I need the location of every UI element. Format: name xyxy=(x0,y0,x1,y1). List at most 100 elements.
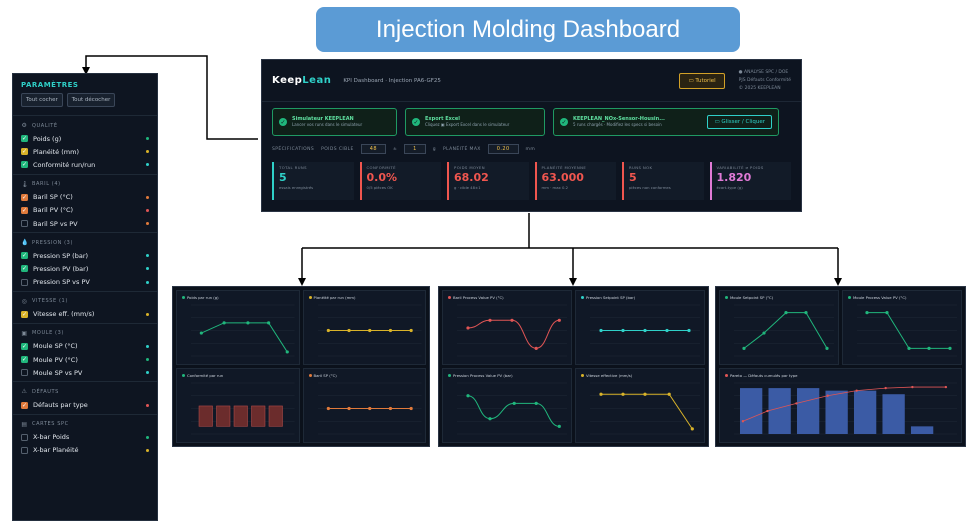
data-point xyxy=(907,346,911,350)
uncheck-all-button[interactable]: Tout décocher xyxy=(66,93,116,107)
flatness-max-label: PLANÉITÉ MAX xyxy=(442,146,481,152)
checkbox[interactable]: ✓ xyxy=(21,206,28,214)
section-label: DÉFAUTS xyxy=(32,388,59,395)
section-header: 🌡BARIL (4) xyxy=(13,173,157,191)
weight-target-input[interactable]: 48 xyxy=(360,144,386,154)
checkbox[interactable] xyxy=(21,369,28,377)
checkbox[interactable]: ✓ xyxy=(21,148,28,156)
series-color-dot xyxy=(146,312,149,316)
mini-chart: Conformité par run xyxy=(176,368,300,443)
data-point xyxy=(795,402,798,405)
sidebar-item[interactable]: ✓Pression PV (bar) xyxy=(13,262,157,275)
kpi-value: 5 xyxy=(279,171,287,184)
series-color-dot xyxy=(146,371,149,375)
sidebar-item[interactable]: Pression SP vs PV xyxy=(13,276,157,289)
section-label: QUALITÉ xyxy=(32,122,58,129)
chart-plot xyxy=(317,304,421,357)
section-header: ⚙QUALITÉ xyxy=(13,115,157,132)
mini-chart: Planéité par run (mm) xyxy=(302,290,426,365)
data-point xyxy=(948,346,952,350)
checkbox[interactable]: ✓ xyxy=(21,135,28,143)
specifications-bar: SPÉCIFICATIONS POIDS CIBLE 48 ± 1 g PLAN… xyxy=(262,142,801,156)
checkbox[interactable]: ✓ xyxy=(21,265,28,273)
section-header: ▤CARTES SPC xyxy=(13,413,157,431)
kpi-subtitle: g · cible 48±1 xyxy=(454,185,481,190)
sidebar-item[interactable]: ✓Vitesse eff. (mm/s) xyxy=(13,308,157,321)
weight-tolerance-input[interactable]: 1 xyxy=(404,144,426,154)
data-point xyxy=(826,394,829,397)
data-point xyxy=(326,406,330,411)
kpi-subtitle: essais enregistrés xyxy=(279,185,314,190)
check-all-button[interactable]: Tout cocher xyxy=(21,93,63,107)
mini-chart: Pression Setpoint SP (bar) xyxy=(575,290,705,365)
card-title: Simulateur KEEPLEAN xyxy=(292,116,354,122)
sidebar-item[interactable]: Moule SP vs PV xyxy=(13,366,157,379)
sidebar-item[interactable]: X-bar Planéité xyxy=(13,444,157,457)
upload-card[interactable]: ✓ KEEPLEAN_NOx-Sensor-Housin...5 runs ch… xyxy=(553,108,779,136)
data-point xyxy=(621,392,625,396)
sidebar-item-label: X-bar Poids xyxy=(33,433,70,442)
data-point xyxy=(885,311,889,315)
checkbox[interactable] xyxy=(21,446,28,454)
data-point xyxy=(346,328,351,333)
checkbox[interactable]: ✓ xyxy=(21,161,28,169)
sidebar-item[interactable]: ✓Pression SP (bar) xyxy=(13,249,157,262)
kpi-value: 0.0% xyxy=(366,171,398,184)
header-line-2[interactable]: PJS Défauts Conformité xyxy=(738,77,791,83)
tutorial-button[interactable]: ▭ Tutoriel xyxy=(679,72,725,89)
checkbox[interactable]: ✓ xyxy=(21,310,28,318)
data-point xyxy=(534,346,538,350)
kpi-subtitle: pièces non conformes xyxy=(629,185,671,190)
sidebar-item[interactable]: ✓Poids (g) xyxy=(13,132,157,145)
kpi-subtitle: mm · max 0.2 xyxy=(541,185,569,190)
card-title: Export Excel xyxy=(425,116,460,122)
bar xyxy=(796,388,820,434)
chart-title: Moule Process Value PV (°C) xyxy=(848,295,906,300)
series-color-dot xyxy=(146,267,149,271)
series-color-dot xyxy=(146,150,149,154)
sidebar-item[interactable]: ✓Conformité run/run xyxy=(13,158,157,171)
flatness-max-input[interactable]: 0.20 xyxy=(487,144,519,154)
sidebar-item[interactable]: ✓Moule SP (°C) xyxy=(13,340,157,353)
sidebar-item[interactable]: ✓Baril PV (°C) xyxy=(13,204,157,217)
thermometer-icon: 🌡 xyxy=(21,180,30,188)
chart-title: Planéité par run (mm) xyxy=(308,295,355,300)
sidebar-item[interactable]: ✓Planéité (mm) xyxy=(13,145,157,158)
mini-chart: Moule Process Value PV (°C) xyxy=(842,290,962,365)
sidebar-item-label: Défauts par type xyxy=(33,401,88,410)
bar xyxy=(233,405,248,427)
upload-button[interactable]: ▭ Glisser / Cliquer xyxy=(707,115,772,129)
plus-minus-label: ± xyxy=(392,146,398,152)
series-color-dot xyxy=(146,222,149,226)
data-point xyxy=(222,321,226,325)
chart-plot xyxy=(457,304,567,357)
sidebar-item[interactable]: ✓Moule PV (°C) xyxy=(13,353,157,366)
checkbox[interactable]: ✓ xyxy=(21,252,28,260)
sidebar-item[interactable]: X-bar Poids xyxy=(13,431,157,444)
sidebar-item[interactable]: ✓ Défauts par type xyxy=(13,398,157,411)
sidebar-title: PARAMÈTRES xyxy=(21,81,79,89)
checkbox[interactable] xyxy=(21,278,28,286)
checkbox[interactable] xyxy=(21,220,28,228)
checkbox[interactable]: ✓ xyxy=(21,356,28,364)
checkbox[interactable]: ✓ xyxy=(21,401,28,409)
checkbox[interactable]: ✓ xyxy=(21,193,28,201)
data-point xyxy=(944,385,948,389)
data-point xyxy=(599,392,603,396)
data-point xyxy=(326,328,330,333)
checkbox[interactable] xyxy=(21,433,28,441)
kpi-value: 5 xyxy=(629,171,637,184)
sidebar-item[interactable]: Baril SP vs PV xyxy=(13,217,157,230)
series-line xyxy=(467,319,560,349)
series-color-dot xyxy=(146,208,149,212)
data-point xyxy=(667,392,671,396)
data-point xyxy=(766,409,769,413)
sidebar-item-label: Moule SP vs PV xyxy=(33,368,83,377)
data-point xyxy=(466,326,470,330)
checkbox[interactable]: ✓ xyxy=(21,342,28,350)
chart-plot xyxy=(317,382,421,435)
sidebar-item[interactable]: ✓Baril SP (°C) xyxy=(13,191,157,204)
